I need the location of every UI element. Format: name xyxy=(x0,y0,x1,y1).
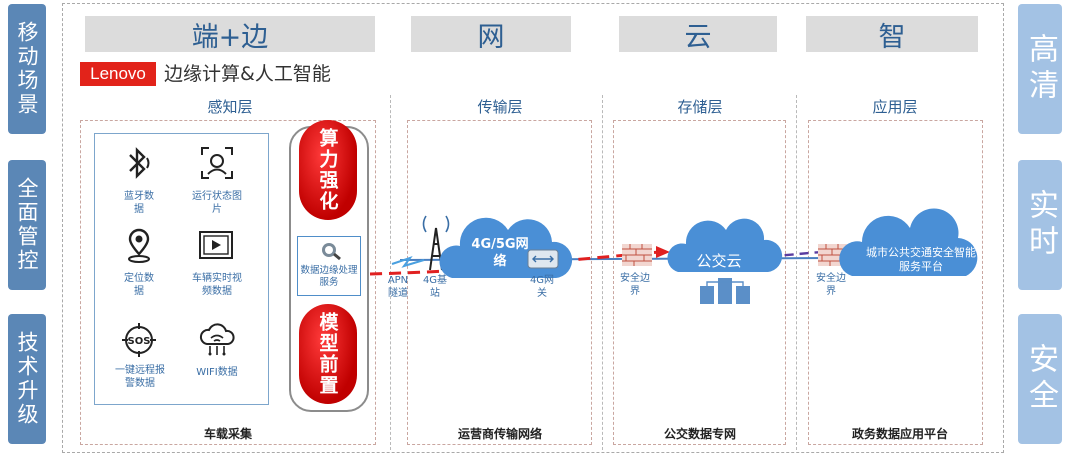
video-play-icon xyxy=(198,230,234,262)
caption-gov-platform: 政务数据应用平台 xyxy=(851,427,948,441)
network-cloud-label: 4G/5G网络 xyxy=(471,237,529,269)
section-transport xyxy=(407,120,592,445)
platform-label: 城市公共交通安全智能服务平台 xyxy=(866,246,976,273)
sensor-label-bluetooth: 蓝牙数据 xyxy=(124,191,154,215)
location-pin-icon xyxy=(124,228,154,264)
sensor-label-status: 运行状态图片 xyxy=(192,191,242,215)
wifi-cloud-icon xyxy=(198,320,236,358)
svg-text:SOS: SOS xyxy=(128,336,151,347)
edge-service-box: 数据边缘处理服务 xyxy=(297,236,361,296)
sensor-label-location: 定位数据 xyxy=(124,273,154,297)
side-label-hd: 高清 xyxy=(1018,4,1062,134)
banner-network: 网 xyxy=(411,16,571,53)
lenovo-logo: Lenovo xyxy=(80,62,156,86)
security-boundary-2: 安全边界 xyxy=(816,273,846,297)
side-label-realtime: 实时 xyxy=(1018,160,1062,290)
pill-compute-boost: 算力强化 xyxy=(299,120,357,220)
side-label-secure: 安全 xyxy=(1018,314,1062,444)
caption-bus-private: 公交数据专网 xyxy=(663,427,736,441)
magnifier-icon xyxy=(322,243,341,261)
sos-icon: SOS xyxy=(121,322,157,358)
sensor-label-sos: 一键远程报警数据 xyxy=(115,365,165,389)
side-label-control: 全面管控 xyxy=(8,160,46,290)
layer-title-transport: 传输层 xyxy=(477,98,523,116)
security-boundary-1: 安全边界 xyxy=(620,273,650,297)
section-application xyxy=(808,120,983,445)
layer-title-storage: 存储层 xyxy=(677,98,723,116)
gateway-label: 4G网关 xyxy=(529,275,555,299)
sensor-label-video: 车辆实时视频数据 xyxy=(192,273,242,297)
layer-title-perception: 感知层 xyxy=(207,98,253,116)
banner-smart: 智 xyxy=(806,16,978,53)
bluetooth-icon xyxy=(122,146,152,180)
apn-tunnel-label: APN隧道 xyxy=(387,275,409,299)
brand-title: 边缘计算&人工智能 xyxy=(164,63,331,85)
pill-model-front: 模型前置 xyxy=(299,304,357,404)
network-diagram xyxy=(369,208,978,304)
divider-2 xyxy=(602,95,603,450)
section-perception xyxy=(80,120,376,445)
side-label-upgrade: 技术升级 xyxy=(8,314,46,444)
sensor-label-wifi: WIFI数据 xyxy=(196,367,238,378)
outer-frame xyxy=(62,3,1004,453)
section-storage xyxy=(613,120,786,445)
caption-onboard: 车载采集 xyxy=(203,427,252,441)
bus-cloud-label: 公交云 xyxy=(696,252,742,270)
base-station-label: 4G基站 xyxy=(422,275,448,299)
caption-carrier: 运营商传输网络 xyxy=(457,427,542,441)
edge-service-label: 数据边缘处理服务 xyxy=(300,265,358,288)
banner-cloud: 云 xyxy=(619,16,777,53)
side-label-mobile: 移动场景 xyxy=(8,4,46,134)
layer-title-application: 应用层 xyxy=(872,98,918,116)
face-scan-icon xyxy=(200,146,234,180)
sensor-panel xyxy=(94,133,269,405)
divider-3 xyxy=(796,95,797,450)
banner-edge: 端+边 xyxy=(85,16,375,53)
